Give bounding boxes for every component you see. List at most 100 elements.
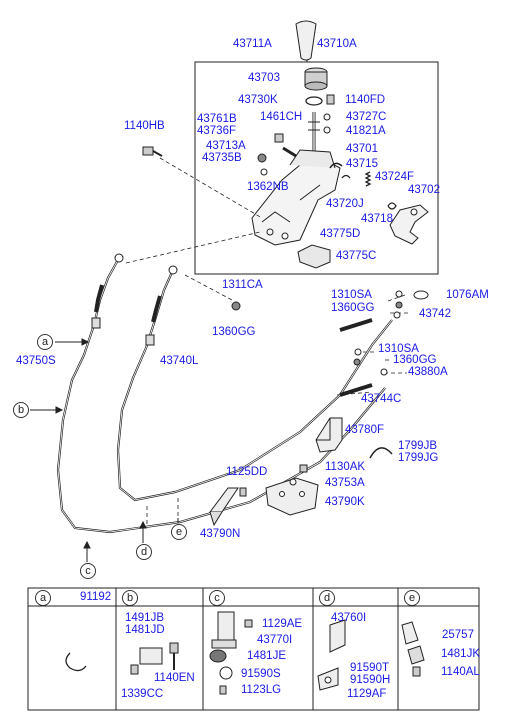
- table-header-a: a: [35, 590, 51, 606]
- washer-icon: [353, 358, 361, 366]
- part-label-43727c[interactable]: 43727C: [346, 111, 387, 123]
- part-label-t-91590s[interactable]: 91590S: [241, 668, 281, 680]
- part-label-43742[interactable]: 43742: [419, 308, 451, 320]
- part-label-43790n[interactable]: 43790N: [200, 528, 241, 540]
- part-label-1310sa-mid[interactable]: 1310SA: [378, 343, 419, 355]
- part-label-1360gg-top[interactable]: 1360GG: [331, 302, 375, 314]
- part-label-43730k[interactable]: 43730K: [238, 94, 278, 106]
- mount-bracket: [209, 487, 239, 527]
- part-label-1140fd[interactable]: 1140FD: [345, 94, 386, 106]
- part-label-t-1140al[interactable]: 1140AL: [441, 666, 480, 678]
- part-label-43880a[interactable]: 43880A: [408, 366, 448, 378]
- part-label-1799jg[interactable]: 1799JG: [398, 452, 439, 464]
- leader-lines: [125, 157, 408, 525]
- shift-boot: [304, 67, 328, 91]
- part-label-1125dd[interactable]: 1125DD: [226, 466, 268, 478]
- bolt-icon: [299, 464, 308, 473]
- part-label-43736f[interactable]: 43736F: [197, 125, 237, 137]
- bolt-icon: [239, 487, 247, 497]
- callout-arrows: [30, 338, 179, 562]
- seal-ring: [305, 96, 323, 106]
- part-label-t-1339cc[interactable]: 1339CC: [121, 688, 164, 700]
- bracket-bushing-icon: [209, 611, 253, 695]
- part-label-43780f[interactable]: 43780F: [345, 424, 385, 436]
- part-label-t-25757[interactable]: 25757: [442, 629, 474, 641]
- mount-plate: [297, 244, 331, 269]
- part-label-43715[interactable]: 43715: [346, 158, 378, 170]
- part-label-41821a[interactable]: 41821A: [346, 125, 386, 137]
- part-label-43750s[interactable]: 43750S: [16, 355, 56, 367]
- part-label-43740l[interactable]: 43740L: [160, 355, 199, 367]
- part-label-t-1481jk[interactable]: 1481JK: [441, 648, 481, 660]
- c-clip-icon: [65, 652, 87, 672]
- part-label-1130ak[interactable]: 1130AK: [325, 461, 366, 473]
- washer-icon: [231, 301, 241, 311]
- callout-a: a: [37, 334, 53, 350]
- part-label-1461ch[interactable]: 1461CH: [260, 111, 303, 123]
- bracket-icon: [401, 621, 425, 677]
- part-label-43761b[interactable]: 43761B: [197, 113, 237, 125]
- part-label-1799jb[interactable]: 1799JB: [398, 440, 438, 452]
- bushing-icon: [274, 133, 284, 143]
- cable-bracket: [315, 417, 343, 453]
- bracket-icon: [317, 619, 346, 691]
- clip-icon: [341, 174, 351, 179]
- part-label-t-1140en[interactable]: 1140EN: [154, 672, 195, 684]
- part-label-43718[interactable]: 43718: [361, 213, 393, 225]
- part-label-43710a[interactable]: 43710A: [317, 38, 357, 50]
- part-label-1311ca[interactable]: 1311CA: [222, 279, 263, 291]
- part-label-1140hb[interactable]: 1140HB: [124, 120, 165, 132]
- part-label-t-1481jd[interactable]: 1481JD: [125, 624, 165, 636]
- part-label-1310sa-top[interactable]: 1310SA: [331, 289, 372, 301]
- clip-icon: [393, 311, 401, 319]
- part-label-43703[interactable]: 43703: [248, 72, 280, 84]
- part-label-43753a[interactable]: 43753A: [325, 477, 365, 489]
- part-label-43711a[interactable]: 43711A: [233, 38, 272, 50]
- part-label-t-1491jb[interactable]: 1491JB: [125, 612, 165, 624]
- part-label-43775c[interactable]: 43775C: [336, 250, 377, 262]
- clip-icon: [369, 447, 393, 459]
- part-label-43735b[interactable]: 43735B: [202, 152, 242, 164]
- part-label-t-43760i[interactable]: 43760I: [331, 612, 367, 624]
- part-label-43702[interactable]: 43702: [408, 184, 440, 196]
- bolt-icon: [326, 94, 335, 105]
- washer-icon: [395, 301, 403, 309]
- part-label-t-1123lg[interactable]: 1123LG: [241, 684, 282, 696]
- nut-icon: [260, 168, 268, 176]
- part-label-43713a[interactable]: 43713A: [206, 140, 246, 152]
- washer-icon: [323, 126, 331, 134]
- nut-icon: [395, 290, 403, 298]
- table-header-c: c: [209, 590, 225, 606]
- part-label-t-1129af[interactable]: 1129AF: [347, 688, 387, 700]
- part-label-1362nb[interactable]: 1362NB: [247, 181, 289, 193]
- shift-arm: [389, 204, 429, 245]
- part-label-1076am[interactable]: 1076AM: [446, 289, 489, 301]
- table-grid: [27, 587, 480, 711]
- shift-knob: [295, 20, 317, 61]
- part-label-43775d[interactable]: 43775D: [320, 228, 361, 240]
- table-header-part-a[interactable]: 91192: [80, 591, 112, 603]
- callout-e: e: [171, 524, 187, 540]
- callout-d: d: [136, 544, 152, 560]
- part-label-t-91590h[interactable]: 91590H: [350, 674, 391, 686]
- washer-icon: [323, 113, 331, 121]
- part-label-1360gg-left[interactable]: 1360GG: [212, 326, 256, 338]
- part-label-43720j[interactable]: 43720J: [326, 198, 364, 210]
- part-label-43744c[interactable]: 43744C: [361, 393, 402, 405]
- part-label-t-1129ae[interactable]: 1129AE: [262, 618, 303, 630]
- shifter-bracket: [251, 149, 341, 246]
- part-label-43790k[interactable]: 43790K: [325, 496, 365, 508]
- callout-b: b: [13, 402, 29, 418]
- part-label-43701[interactable]: 43701: [346, 143, 378, 155]
- grommet-icon: [413, 290, 429, 300]
- table-header-d: d: [319, 590, 335, 606]
- bolt-icon: [142, 146, 163, 157]
- part-label-t-1481je[interactable]: 1481JE: [247, 650, 287, 662]
- part-label-1360gg-mid[interactable]: 1360GG: [393, 354, 437, 366]
- part-label-t-43770i[interactable]: 43770I: [257, 634, 293, 646]
- clip-icon: [289, 478, 297, 486]
- nut-icon: [354, 348, 362, 356]
- part-label-t-91590t[interactable]: 91590T: [350, 662, 390, 674]
- part-label-43724f[interactable]: 43724F: [375, 171, 415, 183]
